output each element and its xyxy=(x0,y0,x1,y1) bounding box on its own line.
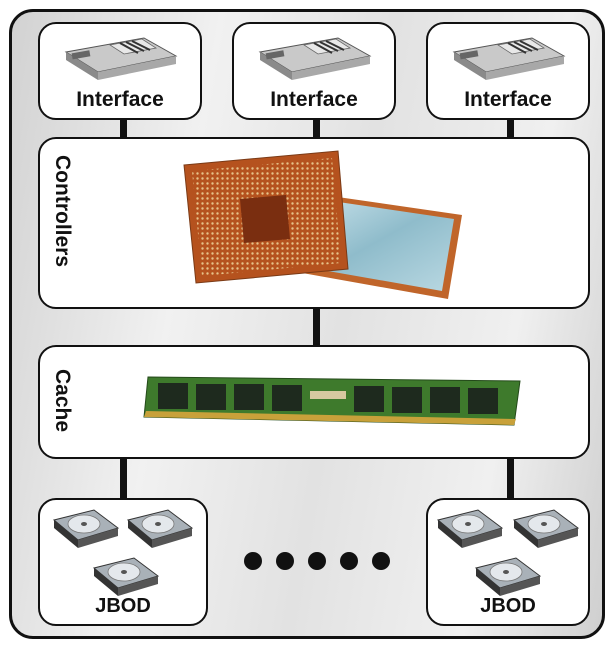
ellipsis-dot xyxy=(372,552,390,570)
gbic-transceiver-icon xyxy=(452,37,566,80)
interface-label: Interface xyxy=(76,88,164,111)
ellipsis-dot xyxy=(276,552,294,570)
ram-module-icon xyxy=(143,376,521,426)
storage-system-frame: Interface Interface Interface Cont xyxy=(9,9,605,639)
cpu-chip-icon xyxy=(183,150,462,299)
connector-line xyxy=(313,308,320,348)
jbod-label: JBOD xyxy=(480,595,536,617)
interface-box: Interface xyxy=(232,22,396,120)
controllers-label: Controllers xyxy=(51,155,74,268)
ellipsis-dot xyxy=(244,552,262,570)
gbic-transceiver-icon xyxy=(258,37,372,80)
cache-label: Cache xyxy=(51,369,74,433)
connector-line xyxy=(507,458,514,500)
hard-drive-icon xyxy=(126,509,194,548)
interface-label: Interface xyxy=(464,88,552,111)
connector-line xyxy=(120,119,127,139)
cache-box: Cache xyxy=(38,345,590,459)
jbod-box: JBOD xyxy=(38,498,208,626)
controllers-box: Controllers xyxy=(38,137,590,309)
hard-drive-icon xyxy=(436,509,504,548)
hard-drive-icon xyxy=(512,509,580,548)
jbod-label: JBOD xyxy=(95,595,151,617)
hard-drive-icon xyxy=(52,509,120,548)
hard-drive-icon xyxy=(92,557,160,596)
connector-line xyxy=(507,119,514,139)
connector-line xyxy=(120,458,127,500)
interface-box: Interface xyxy=(38,22,202,120)
jbod-box: JBOD xyxy=(426,498,590,626)
interface-label: Interface xyxy=(270,88,358,111)
ellipsis-dot xyxy=(340,552,358,570)
interface-box: Interface xyxy=(426,22,590,120)
ellipsis-dot xyxy=(308,552,326,570)
hard-drive-icon xyxy=(474,557,542,596)
connector-line xyxy=(313,119,320,139)
gbic-transceiver-icon xyxy=(64,37,178,80)
